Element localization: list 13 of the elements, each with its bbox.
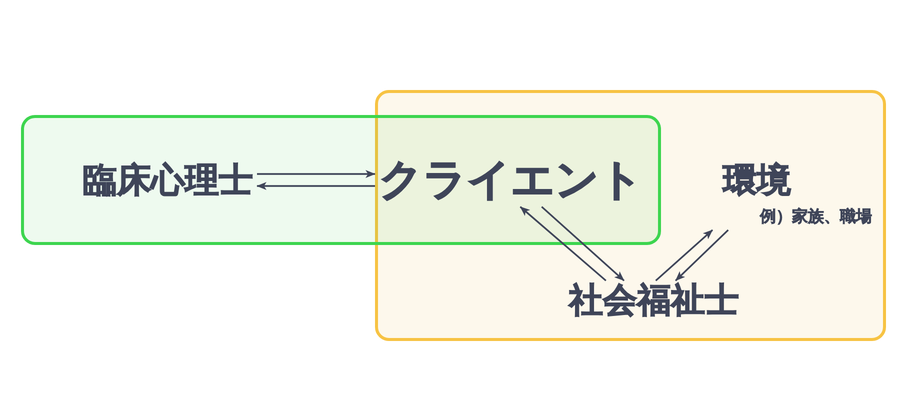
node-label: 例）家族、職場 [760, 206, 872, 226]
arrow [256, 182, 375, 190]
arrow [655, 229, 714, 282]
node-label: 社会福祉士 [565, 280, 743, 322]
arrow [520, 206, 606, 282]
arrow [257, 170, 376, 178]
arrow [675, 229, 729, 282]
arrow [541, 206, 625, 282]
rounded-box [21, 115, 661, 245]
node-label: 臨床心理士 [79, 160, 257, 202]
node-label: 環境 [721, 160, 792, 202]
node-label: クライエント [375, 155, 647, 207]
rounded-box [375, 90, 886, 341]
